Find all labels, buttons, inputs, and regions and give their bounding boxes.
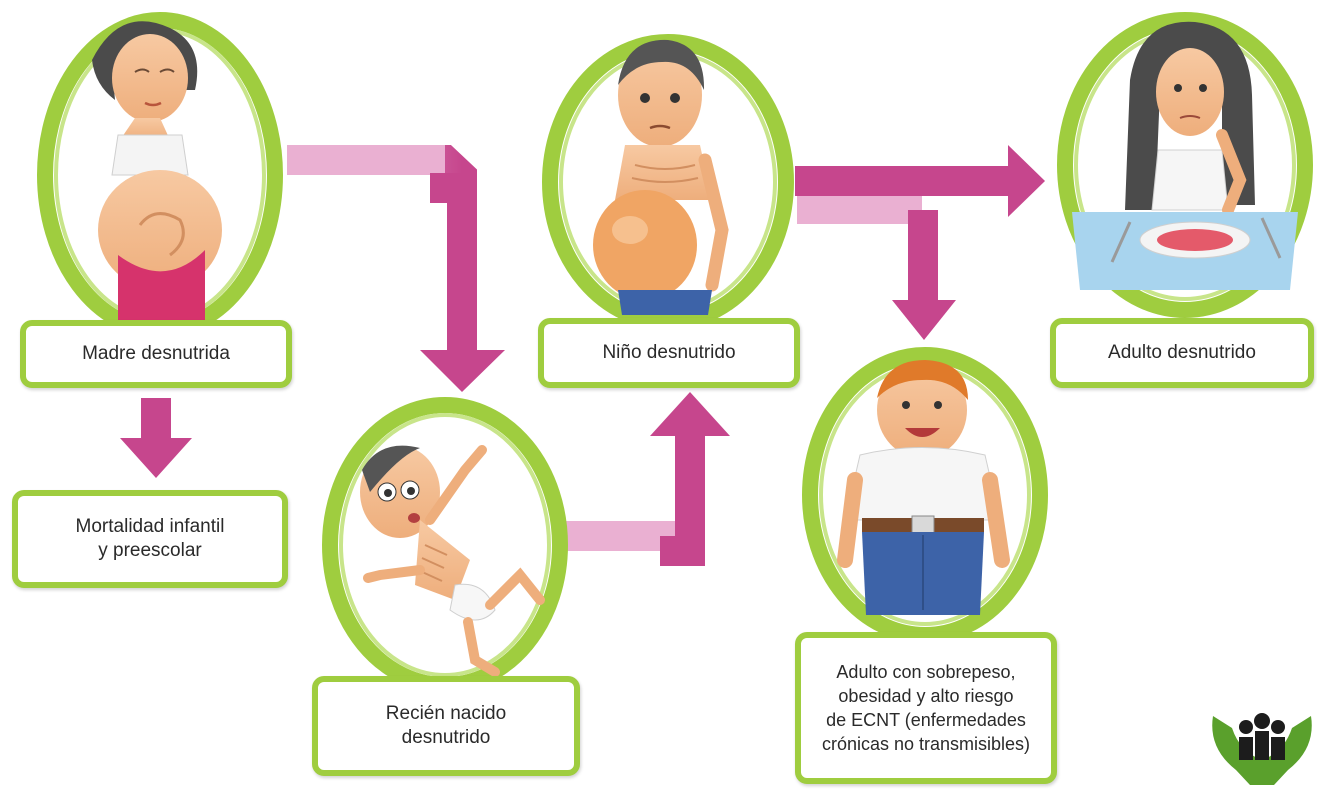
adulto-sobrepeso-illustration [810,355,1040,635]
adulto-sobrepeso-label: Adulto con sobrepeso, obesidad y alto ri… [795,632,1057,784]
recien-nacido-label: Recién nacido desnutrido [312,676,580,776]
adulto-desnutrido-label: Adulto desnutrido [1050,318,1314,388]
madre-desnutrida-text: Madre desnutrida [82,342,230,366]
nino-desnutrido-text: Niño desnutrido [602,341,735,365]
mortalidad-infantil-label: Mortalidad infantil y preescolar [12,490,288,588]
arrow-recien-nacido-to-nino [560,392,730,551]
madre-desnutrida-label: Madre desnutrida [20,320,292,388]
adulto-sobrepeso-text: Adulto con sobrepeso, obesidad y alto ri… [822,660,1030,756]
nino-illustration [550,40,786,322]
arrow-madre-to-mortalidad [120,398,192,478]
recien-nacido-text: Recién nacido desnutrido [386,702,506,750]
arrow-nino-to-adulto-sobrepeso [797,210,956,340]
arrow-madre-to-recien-nacido [287,160,505,392]
nino-desnutrido-label: Niño desnutrido [538,318,800,388]
recien-nacido-illustration [330,405,560,685]
madre-illustration [45,20,275,330]
adulto-desnutrido-text: Adulto desnutrido [1108,341,1256,365]
family-hands-logo-icon [1212,713,1312,785]
mortalidad-infantil-text: Mortalidad infantil y preescolar [76,515,225,563]
adulto-desnutrido-illustration [1065,20,1305,310]
